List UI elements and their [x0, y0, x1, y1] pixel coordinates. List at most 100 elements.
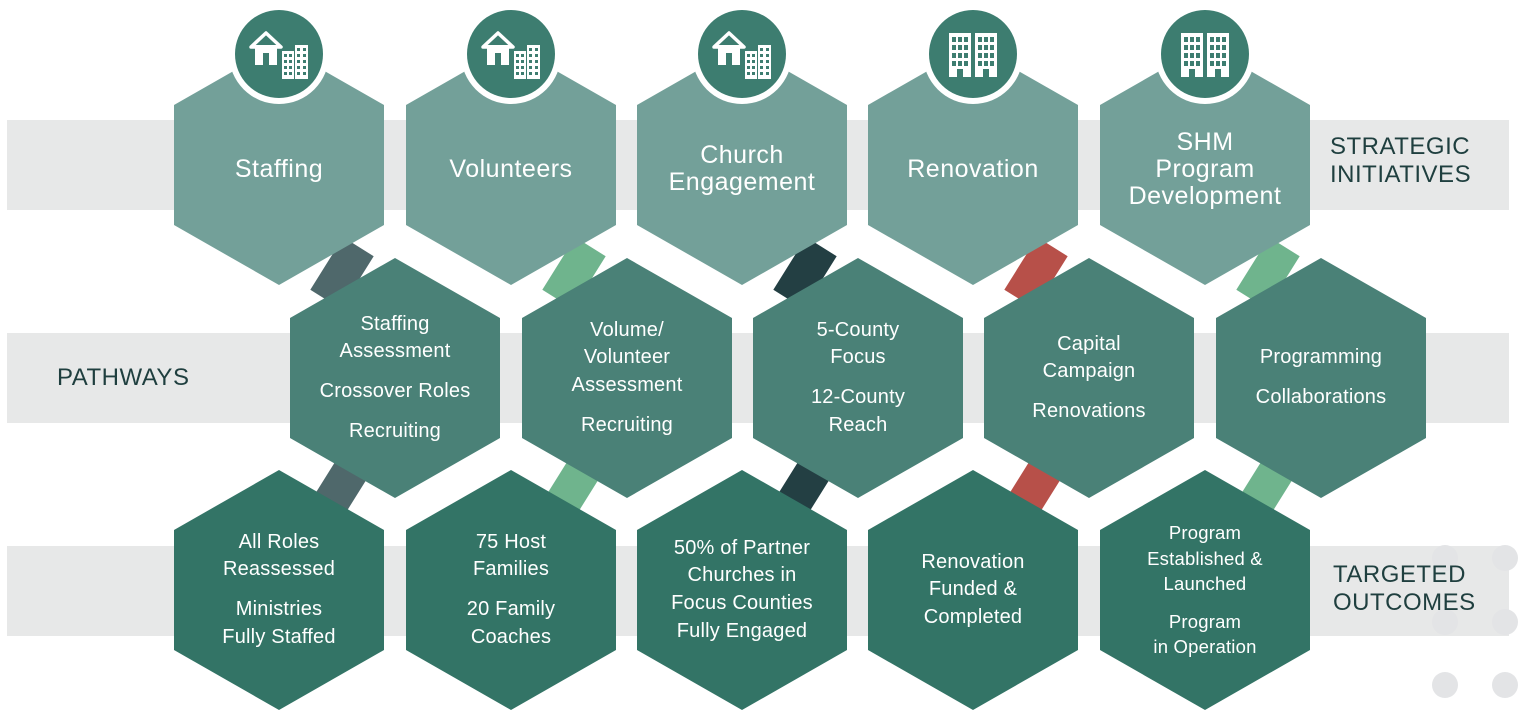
- row-label-line: STRATEGIC: [1330, 133, 1471, 160]
- pathway-line: Renovations: [1032, 399, 1146, 422]
- outcome-line: in Operation: [1153, 636, 1257, 658]
- initiative-title-line: Church: [700, 141, 784, 169]
- initiative-icon-badge: [229, 4, 329, 104]
- initiative-title-line: Program: [1155, 154, 1255, 183]
- initiative-title-line: Volunteers: [449, 154, 573, 183]
- initiative-title-line: Staffing: [234, 154, 324, 183]
- initiative-icon-circle: [1161, 10, 1249, 98]
- outcome-line: Program: [1168, 610, 1242, 632]
- outcome-line: Fully Engaged: [676, 619, 808, 642]
- decor-dot: [1432, 609, 1458, 635]
- pathway-line: Crossover Roles: [319, 380, 471, 402]
- initiative-icon-circle: [235, 10, 323, 98]
- pathway-line: Assessment: [339, 340, 451, 363]
- decor-dot: [1492, 545, 1518, 571]
- outcome-line: Reassessed: [222, 558, 336, 581]
- row-label-line: INITIATIVES: [1330, 160, 1472, 188]
- buildings-icon: [1181, 33, 1229, 77]
- pathway-line: Staffing: [360, 312, 430, 335]
- initiative-title: Renovation: [907, 148, 1038, 183]
- row-label-targeted-outcomes: TARGETED OUTCOMES: [1333, 561, 1476, 616]
- pathway-line: Volume/: [590, 318, 664, 341]
- outcome-line: Program: [1168, 522, 1242, 544]
- initiative-icon-badge: [692, 4, 792, 104]
- pathway-line: Recruiting: [580, 413, 674, 436]
- initiative-icon-badge: [1155, 4, 1255, 104]
- pathway-line: Capital: [1057, 332, 1121, 355]
- initiative-icon-circle: [698, 10, 786, 98]
- pathway-line: Reach: [828, 413, 888, 436]
- pathway-item: Recruiting: [349, 418, 441, 446]
- decor-dot: [1492, 609, 1518, 635]
- initiative-title-line: Engagement: [668, 168, 816, 196]
- pathway-line: Programming: [1259, 346, 1383, 369]
- outcome-line: Launched: [1163, 573, 1247, 595]
- pathway-line: Campaign: [1042, 360, 1136, 383]
- initiative-title-line: Development: [1128, 181, 1282, 210]
- outcome-line: Renovation: [921, 550, 1025, 573]
- row-label-strategic-initiatives: STRATEGIC INITIATIVES: [1330, 133, 1471, 188]
- outcome-line: 20 Family: [466, 598, 556, 620]
- initiative-icon-badge: [923, 4, 1023, 104]
- pathway-item: Programming: [1260, 344, 1382, 372]
- pathway-line: 12-County: [810, 386, 906, 408]
- pathway-line: Volunteer: [583, 346, 671, 369]
- row-label-line: OUTCOMES: [1333, 588, 1476, 616]
- pathway-line: 5-County: [816, 318, 900, 341]
- row-label-line: TARGETED: [1333, 561, 1466, 588]
- pathway-line: Assessment: [571, 374, 683, 396]
- outcome-line: Established &: [1147, 547, 1263, 569]
- pathway-item: Renovations: [1032, 398, 1145, 426]
- house-and-building-icon: [481, 31, 540, 79]
- house-and-building-icon: [249, 31, 308, 79]
- decor-dot: [1432, 545, 1458, 571]
- outcome-item: Program in Operation: [1153, 609, 1256, 660]
- buildings-icon: [949, 33, 997, 77]
- row-label-pathways: PATHWAYS: [57, 364, 189, 392]
- initiative-title-line: Renovation: [907, 154, 1039, 183]
- pathway-item: Recruiting: [581, 412, 673, 440]
- outcome-line: Coaches: [470, 625, 552, 648]
- outcome-line: Ministries: [235, 598, 323, 620]
- outcome-line: Families: [472, 558, 550, 581]
- outcome-line: All Roles: [238, 530, 320, 553]
- initiative-title-line: SHM: [1176, 127, 1234, 156]
- initiative-title: Volunteers: [449, 148, 572, 183]
- row-label-line: PATHWAYS: [57, 364, 190, 391]
- initiative-title: Staffing: [235, 148, 323, 183]
- pathway-item: Crossover Roles: [320, 378, 471, 406]
- outcome-line: 50% of Partner: [673, 536, 811, 559]
- outcome-line: Completed: [923, 605, 1023, 628]
- outcome-line: Fully Staffed: [222, 625, 336, 648]
- pathway-item: Collaborations: [1256, 384, 1387, 412]
- initiative-icon-circle: [929, 10, 1017, 98]
- decor-dot: [1492, 672, 1518, 698]
- outcome-line: Funded &: [928, 578, 1018, 601]
- initiative-icon-circle: [467, 10, 555, 98]
- pathway-line: Focus: [830, 346, 886, 369]
- decor-dot: [1432, 672, 1458, 698]
